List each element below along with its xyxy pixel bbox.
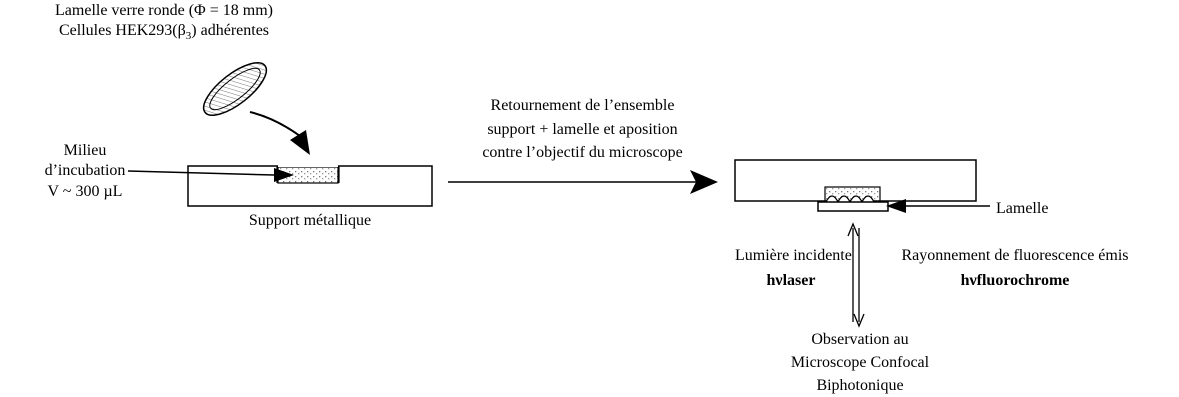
cells-subscript: 3 bbox=[185, 30, 192, 43]
cells-prefix: Cellules HEK293( bbox=[58, 22, 178, 39]
light-path-arrows bbox=[847, 222, 865, 328]
medium-line1: Milieu bbox=[63, 142, 107, 159]
incident-line1: Lumière incidente bbox=[735, 247, 852, 264]
transfer-line1: Retournement de l’ensemble bbox=[490, 97, 675, 114]
incident-line2: hνlaser bbox=[766, 272, 816, 289]
cells-symbol: β bbox=[177, 22, 186, 39]
observation-line1: Observation au bbox=[811, 331, 909, 348]
observation-line3: Biphotonique bbox=[816, 377, 904, 394]
curved-arrow-coverslip-to-well bbox=[249, 111, 310, 155]
emission-line1: Rayonnement de fluorescence émis bbox=[901, 247, 1129, 264]
support-label: Support métallique bbox=[248, 212, 372, 229]
transfer-arrow bbox=[448, 170, 718, 194]
medium-line2: d’incubation bbox=[44, 162, 126, 179]
round-coverslip-icon bbox=[202, 62, 268, 116]
coverslip-label-arrow bbox=[886, 199, 990, 213]
transfer-line2: support + lamelle et aposition bbox=[487, 121, 678, 138]
medium-line3: V ~ 300 µL bbox=[47, 183, 123, 200]
coverslip-title: Lamelle verre ronde (Φ = 18 mm) bbox=[55, 2, 273, 19]
coverslip-bar bbox=[817, 201, 889, 212]
coverslip-label: Lamelle bbox=[996, 200, 1049, 217]
emission-line2: hνfluorochrome bbox=[960, 272, 1070, 289]
medium-arrow bbox=[127, 168, 294, 182]
cells-suffix: ) adhérentes bbox=[191, 22, 270, 39]
observation-line2: Microscope Confocal bbox=[790, 354, 930, 371]
cells-label: Cellules HEK293(β3) adhérentes bbox=[8, 21, 320, 46]
transfer-line3: contre l’objectif du microscope bbox=[482, 144, 683, 161]
